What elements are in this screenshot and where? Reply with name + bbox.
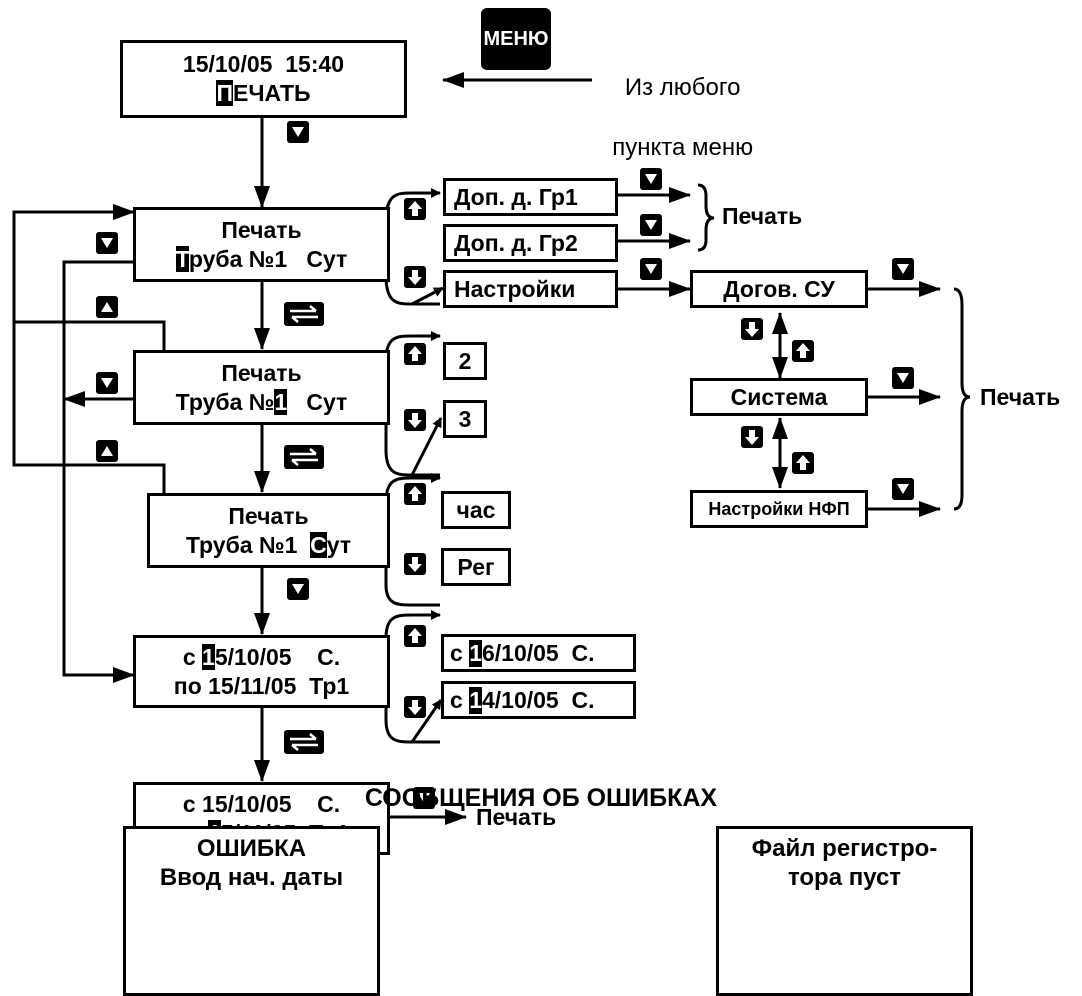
cursor: 1 <box>469 639 482 667</box>
error-file-line1: Файл регистро- <box>751 835 938 862</box>
option-pipe-3: 3 <box>443 400 487 438</box>
screen-title: Печать <box>221 359 302 386</box>
key-down-icon <box>287 121 309 143</box>
date-prev-post: 4/10/05 С. <box>481 686 595 713</box>
key-arrow-down-icon <box>404 409 426 431</box>
screen-pipe-pre: Труба № <box>175 388 275 415</box>
screen-print-pipe: Печать Труба №1 Сут <box>133 207 390 282</box>
screen-pipe-line: Труба №1 Сут <box>175 388 348 417</box>
print-label-final: Печать <box>476 804 557 830</box>
key-down-icon <box>640 258 662 280</box>
key-arrow-down-icon <box>404 553 426 575</box>
settings-nfp: Настройки НФП <box>690 490 868 528</box>
key-toggle-icon <box>284 302 324 326</box>
key-up-icon <box>96 296 118 318</box>
key-toggle-icon <box>284 730 324 754</box>
settings-system: Система <box>690 378 868 416</box>
date-prev-pre: с <box>450 686 470 713</box>
option-period-reg: Рег <box>441 548 511 586</box>
key-down-icon <box>640 168 662 190</box>
key-down-icon <box>892 367 914 389</box>
key-down-icon <box>96 232 118 254</box>
key-toggle-icon <box>284 445 324 469</box>
key-down-icon <box>892 478 914 500</box>
screen-date-post: 5/10/05 С. <box>214 643 341 670</box>
cursor: С <box>310 531 327 558</box>
screen-date-from-line: с 15/10/05 С. <box>182 790 341 817</box>
screen-period: Печать Труба №1 Сут <box>147 493 390 568</box>
key-arrow-up-icon <box>404 625 426 647</box>
key-arrow-down-icon <box>741 318 763 340</box>
screen-pipe-line: Труба №1 Сут <box>175 245 348 274</box>
screen-print-title: ПЕЧАТЬ <box>216 79 311 108</box>
cursor: П <box>216 80 233 106</box>
key-arrow-down-icon <box>404 696 426 718</box>
key-arrow-down-icon <box>741 426 763 448</box>
key-down-icon <box>413 787 435 809</box>
error-date-line1: ОШИБКА <box>196 835 307 862</box>
key-down-icon <box>892 258 914 280</box>
print-label-group: Печать <box>722 203 803 229</box>
key-arrow-up-icon <box>404 198 426 220</box>
key-arrow-up-icon <box>792 340 814 362</box>
error-date-line2: Ввод нач. даты <box>159 864 344 891</box>
screen-period-line: Труба №1 Сут <box>186 531 351 560</box>
error-file-line2: тора пуст <box>787 864 902 891</box>
date-next-pre: с <box>450 639 470 666</box>
option-pipe-2: 2 <box>443 342 487 380</box>
key-down-icon <box>96 372 118 394</box>
key-down-icon <box>287 578 309 600</box>
screen-date-from-line: с 15/10/05 С. <box>183 643 340 672</box>
option-group1: Доп. д. Гр1 <box>443 178 618 216</box>
cursor: 1 <box>274 388 288 415</box>
date-next-post: 6/10/05 С. <box>481 639 595 666</box>
menu-key-icon[interactable]: МЕНЮ <box>481 8 551 70</box>
screen-period-pre: Труба №1 <box>185 531 311 558</box>
screen-pipe-number: Печать Труба №1 Сут <box>133 350 390 425</box>
key-arrow-up-icon <box>404 343 426 365</box>
print-label-settings: Печать <box>980 384 1061 410</box>
screen-pipe-rest: руба №1 Сут <box>188 245 348 272</box>
screen-period-post: ут <box>326 531 352 558</box>
screen-pipe-post: Сут <box>287 388 348 415</box>
key-arrow-up-icon <box>792 452 814 474</box>
key-down-icon <box>640 214 662 236</box>
error-file-box: Файл регистро- тора пуст <box>716 826 973 996</box>
key-arrow-up-icon <box>404 483 426 505</box>
screen-title: Печать <box>221 216 302 243</box>
key-arrow-down-icon <box>404 266 426 288</box>
screen-main-print: 15/10/05 15:40 ПЕЧАТЬ <box>120 40 407 118</box>
option-period-hour: час <box>441 491 511 529</box>
error-date-box: ОШИБКА Ввод нач. даты <box>123 826 380 996</box>
menu-note-line2: пункта меню <box>612 134 754 161</box>
menu-note-line1: Из любого <box>624 74 741 101</box>
option-settings: Настройки <box>443 270 618 308</box>
settings-contract: Догов. СУ <box>690 270 868 308</box>
screen-datetime: 15/10/05 15:40 <box>182 51 345 77</box>
screen-date-pre: с <box>182 643 203 670</box>
cursor: 1 <box>469 686 482 714</box>
key-up-icon <box>96 440 118 462</box>
errors-title: СООБЩЕНИЯ ОБ ОШИБКАХ <box>364 784 718 812</box>
screen-date-from: с 15/10/05 С. по 15/11/05 Тр1 <box>133 635 390 708</box>
option-group2: Доп. д. Гр2 <box>443 224 618 262</box>
screen-print-rest: ЕЧАТЬ <box>232 80 311 106</box>
screen-title: Печать <box>228 502 309 529</box>
screen-date-to-line: по 15/11/05 Тр1 <box>173 672 350 699</box>
menu-note: Из любого пункта меню <box>566 43 786 163</box>
cursor: 1 <box>202 643 215 670</box>
cursor: Т <box>175 245 189 272</box>
